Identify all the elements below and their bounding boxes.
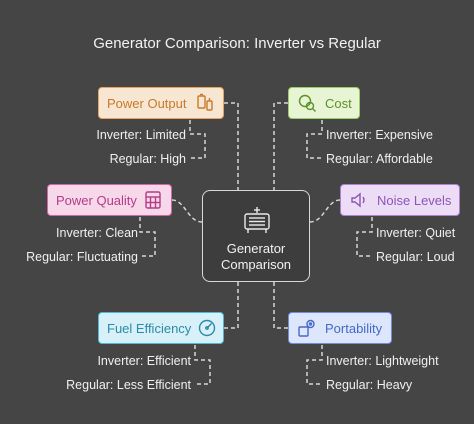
noise-levels-regular: Regular: Loud — [376, 250, 455, 264]
noise-levels-inverter: Inverter: Quiet — [376, 226, 456, 240]
center-node: Generator Comparison — [202, 190, 310, 282]
gauge-icon — [199, 319, 216, 337]
connector-cost — [273, 102, 288, 190]
node-portability: Portability — [288, 312, 392, 344]
power-output-inverter: Inverter: Limited — [96, 128, 186, 142]
bracket-power-output — [189, 120, 206, 159]
node-power-output: Power Output — [98, 87, 224, 119]
power-quality-inverter: Inverter: Clean — [56, 226, 138, 240]
bracket-portability — [306, 345, 323, 385]
node-fuel-efficiency-label: Fuel Efficiency — [107, 320, 192, 336]
node-power-output-label: Power Output — [107, 95, 187, 111]
coin-search-icon — [298, 94, 316, 112]
connector-power-output — [224, 102, 239, 190]
cost-inverter: Inverter: Expensive — [326, 128, 433, 142]
node-fuel-efficiency: Fuel Efficiency — [98, 312, 224, 344]
node-cost-label: Cost — [325, 95, 352, 111]
connector-noise-levels — [309, 199, 341, 223]
connector-power-quality — [171, 199, 203, 223]
node-noise-levels-label: Noise Levels — [377, 192, 452, 208]
cost-regular: Regular: Affordable — [326, 152, 433, 166]
diagram-title: Generator Comparison: Inverter vs Regula… — [93, 35, 381, 52]
calculator-icon — [145, 191, 161, 209]
power-output-regular: Regular: High — [109, 152, 186, 166]
node-power-quality: Power Quality — [47, 184, 172, 216]
node-noise-levels: Noise Levels — [340, 184, 460, 216]
connector-portability — [273, 282, 288, 329]
node-portability-label: Portability — [325, 320, 383, 336]
portability-inverter: Inverter: Lightweight — [326, 354, 439, 368]
gear-box-icon — [298, 319, 315, 337]
node-power-quality-label: Power Quality — [56, 192, 137, 208]
portability-regular: Regular: Heavy — [326, 378, 413, 392]
connector-fuel-efficiency — [224, 282, 239, 329]
center-line-2: Comparison — [220, 257, 292, 272]
speaker-icon — [351, 192, 365, 208]
power-quality-regular: Regular: Fluctuating — [26, 250, 138, 264]
node-cost: Cost — [288, 87, 360, 119]
bracket-noise-levels — [356, 217, 373, 257]
fuel-efficiency-regular: Regular: Less Efficient — [66, 378, 191, 392]
bracket-cost — [306, 120, 323, 159]
bracket-power-quality — [139, 217, 156, 257]
center-line-1: Generator — [226, 241, 286, 256]
generator-icon — [244, 207, 270, 233]
fuel-efficiency-inverter: Inverter: Efficient — [97, 354, 191, 368]
bracket-fuel-efficiency — [194, 345, 211, 385]
battery-plug-icon — [197, 93, 213, 111]
